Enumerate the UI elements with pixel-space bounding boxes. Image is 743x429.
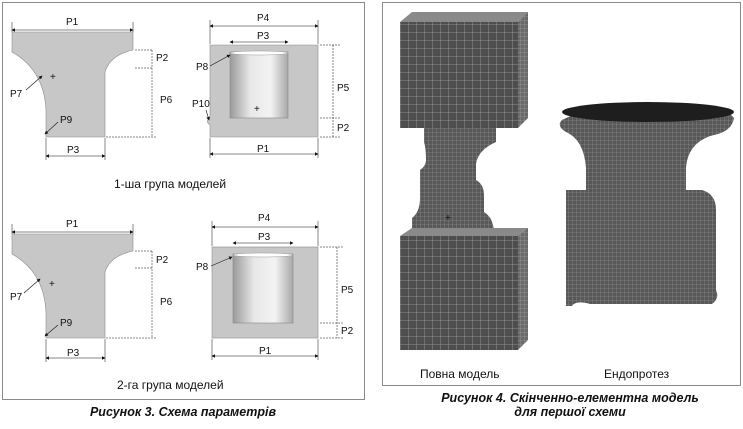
g1-p9-label: P9 xyxy=(60,115,73,126)
g2-p2-label: P2 xyxy=(156,255,169,266)
g1-p1-cup-label: P1 xyxy=(257,144,270,155)
g1-p8-label: P8 xyxy=(196,62,209,73)
group1-label: 1-ша група моделей xyxy=(114,177,226,191)
g2-p8-label: P8 xyxy=(196,262,209,273)
g1-p1-label: P1 xyxy=(66,17,79,28)
g1-p7-label: P7 xyxy=(10,89,23,100)
g2-p6-label: P6 xyxy=(160,297,173,308)
g2-p3-cup-label: P3 xyxy=(258,232,271,243)
g2-p1-label: P1 xyxy=(66,219,79,230)
g1-p5-label: P5 xyxy=(337,83,350,94)
g1-p10-label: P10 xyxy=(192,99,210,110)
figure-4-caption-line2: для першої схеми xyxy=(514,405,626,419)
g1-p4-label: P4 xyxy=(257,13,270,24)
endoprosthesis-mesh xyxy=(559,102,734,306)
group1-cup-drawing: + xyxy=(205,20,340,158)
figure-4-caption-line1: Рисунок 4. Скінченно-елементна модель xyxy=(441,391,699,405)
svg-text:+: + xyxy=(445,213,451,224)
g1-p2-label: P2 xyxy=(156,53,169,64)
group2-label: 2-га група моделей xyxy=(117,378,224,392)
group2-cup-drawing xyxy=(210,221,344,360)
g2-p4-label: P4 xyxy=(258,213,271,224)
label-full-model: Повна модель xyxy=(420,367,500,381)
g2-p2-cup-label: P2 xyxy=(341,326,354,337)
svg-text:+: + xyxy=(50,72,56,83)
g1-p3-cup-label: P3 xyxy=(257,31,270,42)
svg-text:+: + xyxy=(254,104,260,115)
g2-p7-label: P7 xyxy=(10,292,23,303)
g1-p3-label: P3 xyxy=(67,145,80,156)
g2-p9-label: P9 xyxy=(60,318,73,329)
g2-p3-label: P3 xyxy=(67,348,80,359)
g1-p6-label: P6 xyxy=(160,95,173,106)
g2-p1-cup-label: P1 xyxy=(259,346,272,357)
group2-stem-drawing: + xyxy=(11,224,156,362)
group1-stem-drawing: + xyxy=(11,22,156,160)
full-model-mesh: + xyxy=(400,12,528,350)
g1-p2-cup-label: P2 xyxy=(337,123,350,134)
figure-3-caption: Рисунок 3. Схема параметрів xyxy=(89,405,277,419)
label-endoprosthesis: Ендопротез xyxy=(604,367,670,381)
g2-p5-label: P5 xyxy=(341,285,354,296)
svg-text:+: + xyxy=(49,279,55,290)
